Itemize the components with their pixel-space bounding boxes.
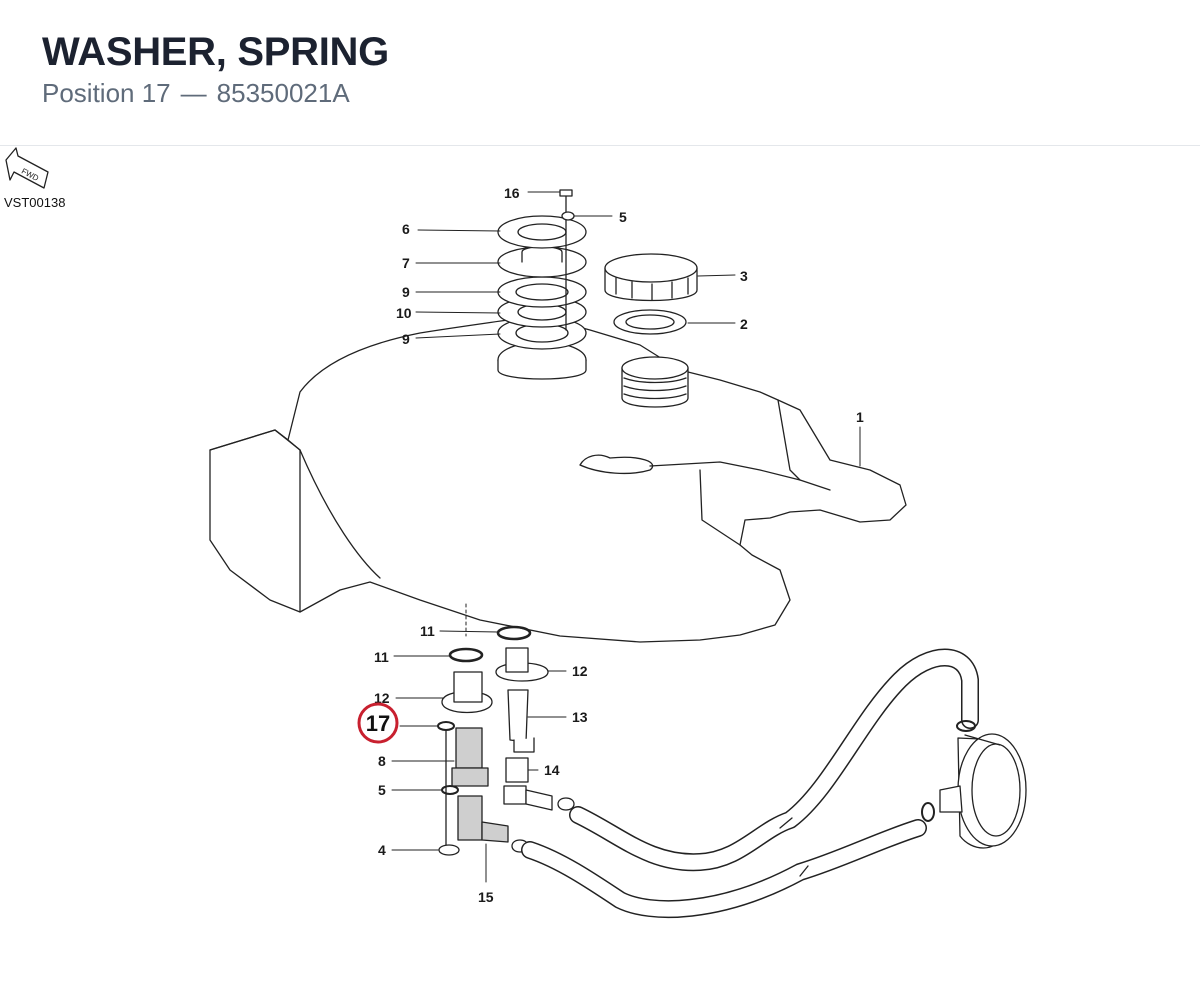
callout-12: 12 bbox=[572, 663, 588, 679]
subtitle-separator: — bbox=[180, 78, 207, 108]
callout-13: 13 bbox=[572, 709, 588, 725]
drawing-code: VST00138 bbox=[4, 195, 66, 210]
callout-5: 5 bbox=[378, 782, 386, 798]
callout-12: 12 bbox=[374, 690, 390, 706]
highlighted-position[interactable]: 17 bbox=[357, 702, 399, 744]
position-label: Position 17 bbox=[42, 78, 171, 108]
callout-11: 11 bbox=[420, 623, 435, 639]
callout-16: 16 bbox=[504, 185, 520, 201]
callout-15: 15 bbox=[478, 889, 494, 905]
callout-9: 9 bbox=[402, 284, 410, 300]
leader-lines bbox=[391, 191, 861, 883]
callout-1: 1 bbox=[856, 409, 864, 425]
pump-flange-stack bbox=[497, 189, 587, 380]
page-title: WASHER, SPRING bbox=[42, 30, 389, 74]
callout-6: 6 bbox=[402, 221, 410, 237]
highlight-circle bbox=[357, 702, 399, 744]
part-number: 85350021A bbox=[216, 78, 350, 108]
page-subtitle: Position 17 — 85350021A bbox=[42, 76, 350, 110]
highlight-number: 17 bbox=[366, 711, 390, 736]
fwd-arrow-icon: FWD bbox=[5, 147, 49, 189]
header: WASHER, SPRING Position 17 — 85350021A bbox=[0, 0, 1200, 146]
callout-2: 2 bbox=[740, 316, 748, 332]
callout-3: 3 bbox=[740, 268, 748, 284]
callout-4: 4 bbox=[378, 842, 386, 858]
callout-5: 5 bbox=[619, 209, 627, 225]
fuel-hoses bbox=[521, 648, 979, 919]
callout-9: 9 bbox=[402, 331, 410, 347]
callout-14: 14 bbox=[544, 762, 560, 778]
lower-fittings bbox=[437, 625, 575, 856]
fuel-tank bbox=[209, 317, 907, 643]
callout-8: 8 bbox=[378, 753, 386, 769]
callout-10: 10 bbox=[396, 305, 412, 321]
filler-neck bbox=[604, 253, 698, 408]
callout-11: 11 bbox=[374, 649, 389, 665]
fuel-pump bbox=[939, 733, 1027, 849]
callout-7: 7 bbox=[402, 255, 410, 271]
